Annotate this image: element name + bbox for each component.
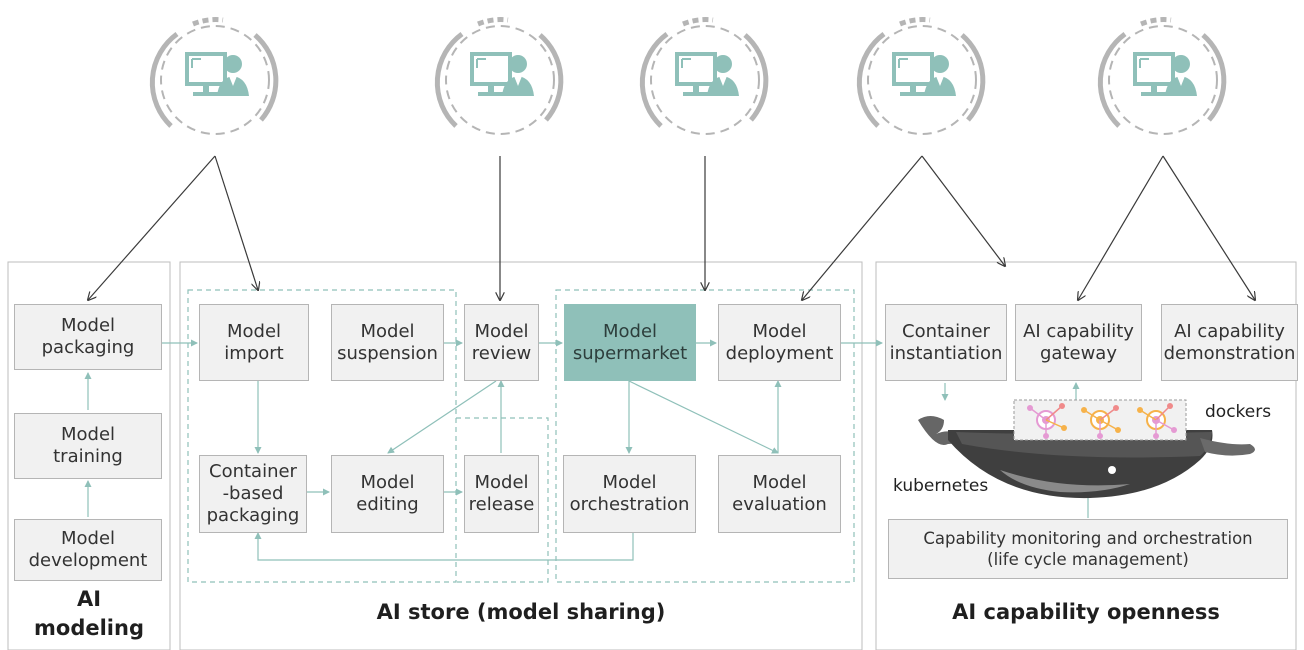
ai-capability-title: AI capability openness [952, 600, 1220, 624]
section-frame-store [179, 261, 863, 650]
ai-modeling-title: AI modeling [34, 587, 144, 640]
user-arrows [88, 155, 1255, 300]
user-icon-3 [642, 20, 766, 134]
model-suspension-box: Model suspension [331, 304, 444, 381]
user-icon-1 [152, 20, 276, 134]
dockers-label: dockers [1205, 402, 1272, 422]
model-deployment-box: Model deployment [718, 304, 841, 381]
flow-arrows [84, 339, 1092, 561]
model-release-box: Model release [464, 455, 539, 533]
section-frame-capability [875, 261, 1297, 650]
model-development-box: Model development [14, 519, 162, 581]
ai-capability-gateway-box: AI capability gateway [1015, 304, 1142, 381]
user-icon-2 [437, 20, 561, 134]
ai-capability-demonstration-box: AI capability demonstration [1161, 304, 1298, 381]
user-icon-4 [859, 20, 983, 134]
model-supermarket-box: Model supermarket [564, 304, 696, 381]
model-import-box: Model import [199, 304, 309, 381]
container-based-packaging-box: Container -based packaging [199, 455, 307, 533]
container-instantiation-box: Container instantiation [885, 304, 1007, 381]
model-packaging-box: Model packaging [14, 304, 162, 370]
section-frame-modeling [7, 261, 171, 650]
model-editing-box: Model editing [331, 455, 444, 533]
user-icon-5 [1100, 20, 1224, 134]
model-training-box: Model training [14, 413, 162, 479]
docker-containers-icon [1013, 399, 1187, 441]
kubernetes-label: kubernetes [893, 476, 989, 496]
model-orchestration-box: Model orchestration [563, 455, 696, 533]
capability-monitoring-box: Capability monitoring and orchestration … [888, 519, 1288, 579]
model-evaluation-box: Model evaluation [718, 455, 841, 533]
model-review-box: Model review [464, 304, 539, 381]
ai-store-title: AI store (model sharing) [376, 600, 666, 624]
